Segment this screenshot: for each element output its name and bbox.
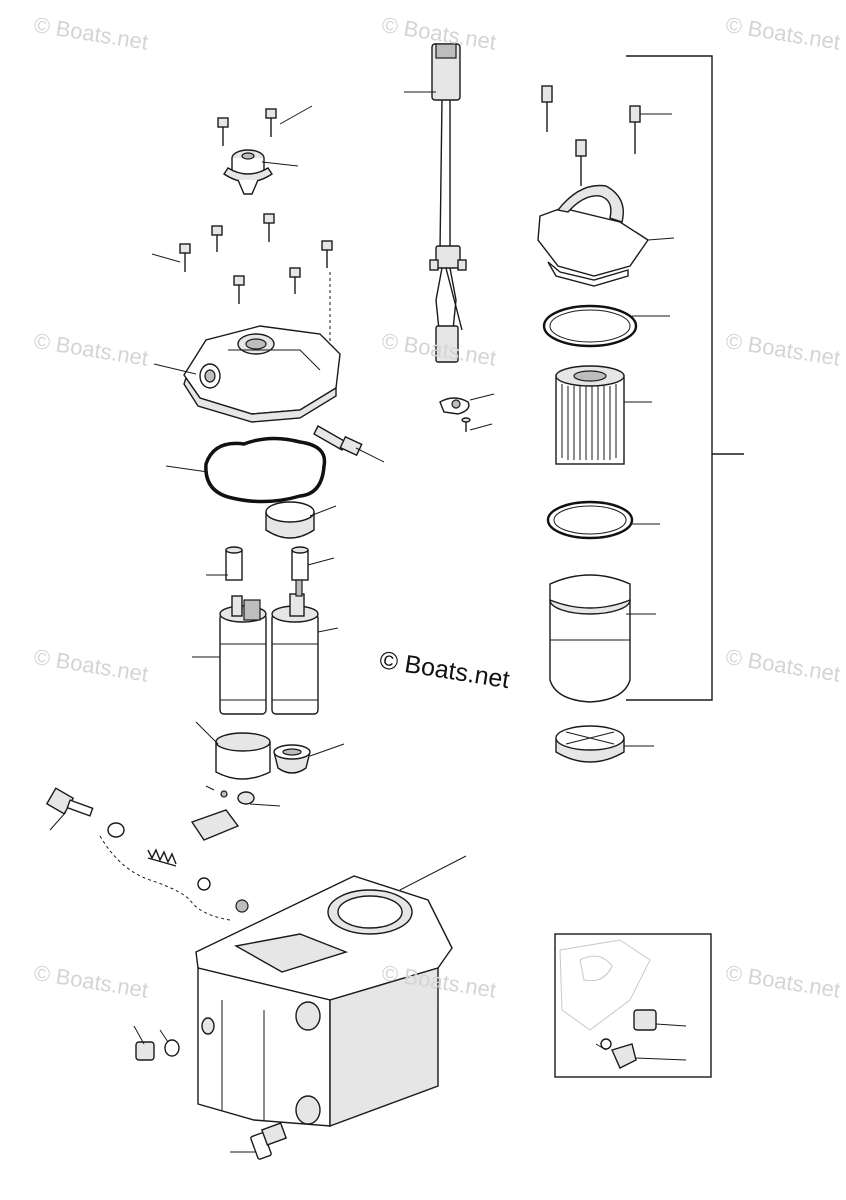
filter-bowl-seal bbox=[546, 500, 634, 540]
pump-clip bbox=[190, 790, 255, 841]
filter-screw-3 bbox=[575, 139, 587, 186]
fuel-pump-left bbox=[219, 595, 267, 715]
cover-o-ring bbox=[204, 436, 327, 504]
cover-vent-fitting bbox=[313, 425, 363, 457]
pump-sleeve-left bbox=[225, 546, 243, 581]
filter-screw-2 bbox=[629, 105, 641, 154]
module-top-cover bbox=[183, 325, 341, 423]
filter-element bbox=[555, 365, 625, 465]
grommet-screw bbox=[461, 417, 471, 432]
drain-plug bbox=[135, 1039, 180, 1061]
filter-bowl bbox=[549, 574, 631, 703]
harness-grommet bbox=[439, 397, 470, 415]
module-housing bbox=[195, 875, 453, 1128]
pump-top-cap bbox=[265, 501, 315, 539]
relief-seal bbox=[235, 899, 249, 913]
cover-screw-1 bbox=[217, 117, 229, 146]
cover-screws-set bbox=[179, 213, 333, 304]
leader-lines bbox=[49, 91, 687, 1153]
cover-screw-2 bbox=[265, 108, 277, 137]
pump-lower-grommet bbox=[273, 744, 311, 774]
relief-spring bbox=[147, 848, 177, 867]
pump-lower-sleeve bbox=[215, 732, 271, 780]
filter-bowl-cap bbox=[555, 725, 625, 763]
filter-screw-1 bbox=[541, 85, 553, 132]
inset-detail-panel bbox=[554, 933, 712, 1078]
wiring-harness bbox=[429, 43, 467, 363]
filter-head bbox=[537, 184, 649, 287]
relief-ball bbox=[197, 877, 211, 891]
pressure-regulator bbox=[223, 149, 273, 195]
relief-washer bbox=[107, 822, 125, 838]
outlet-fitting bbox=[250, 1122, 288, 1160]
fuel-pump-right bbox=[271, 579, 319, 715]
filter-o-ring bbox=[542, 304, 638, 348]
filter-assembly-bracket bbox=[626, 55, 744, 701]
pump-sleeve-right bbox=[291, 546, 309, 581]
relief-valve-fitting bbox=[45, 787, 94, 817]
